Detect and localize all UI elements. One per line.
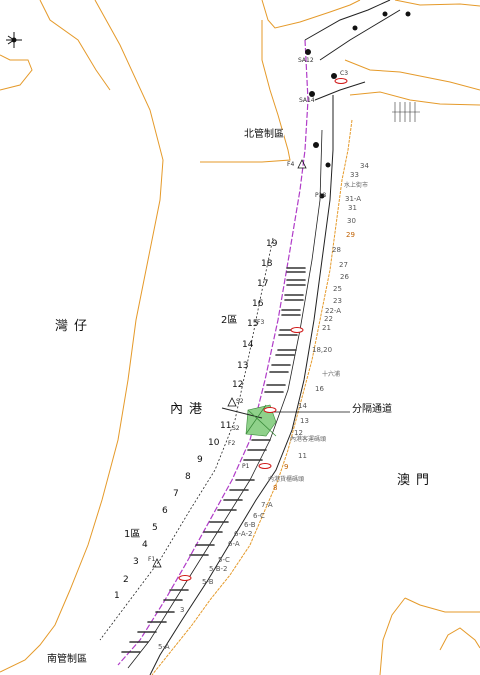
berth-number: 11 <box>220 421 232 431</box>
berth-number: 17 <box>257 279 269 289</box>
berth-number: 7 <box>173 489 179 499</box>
pier-number: 14 <box>298 402 307 410</box>
west-boundary <box>117 39 309 666</box>
berth-number: 3 <box>133 557 139 567</box>
pier-number: 26 <box>340 273 349 281</box>
dock-grid <box>392 102 420 122</box>
pier-number: 28 <box>332 246 341 254</box>
compass-icon <box>6 32 22 48</box>
pier-number: 13 <box>300 417 309 425</box>
pier-number: 23 <box>333 297 342 305</box>
signal-code: F3 <box>257 319 265 326</box>
pier-number: 30 <box>347 217 356 225</box>
berth-number: 4 <box>142 540 148 550</box>
pier-number: 9 <box>284 463 289 471</box>
pier-number: 8 <box>273 484 278 492</box>
pier-number: 12 <box>294 429 303 437</box>
berth-number: 18 <box>261 259 273 269</box>
pier-number: 5-C <box>218 556 230 564</box>
pier-number: 22-A <box>325 307 342 315</box>
pier-number: 5-A <box>158 643 170 651</box>
signal-code: P18 <box>315 192 327 199</box>
berth-number: 8 <box>185 472 191 482</box>
street-note: 十六浦 <box>322 371 341 378</box>
south-control-zone-label: 南管制區 <box>47 654 87 665</box>
left-islet-coast <box>0 54 33 91</box>
signal-code: SA12 <box>298 57 314 64</box>
pier-number: 6-A-2 <box>234 530 253 538</box>
berth-number: 10 <box>208 438 220 448</box>
signal-code: P1 <box>242 463 250 470</box>
berth-number: 6 <box>162 506 168 516</box>
se-coastline-3 <box>439 627 480 651</box>
beacon-icon <box>152 159 307 568</box>
street-note: 內港客運碼頭 <box>290 436 327 443</box>
pier-number: 3 <box>180 606 185 614</box>
area-macau-label: 澳門 <box>397 473 436 488</box>
signal-code: SA14 <box>299 97 315 104</box>
area-bay-label: 灣仔 <box>55 319 94 334</box>
pier-number: 29 <box>346 231 355 239</box>
pier-number: 27 <box>339 261 348 269</box>
pier-number: 7-A <box>261 501 273 509</box>
pier-number: 6-C <box>253 512 265 520</box>
signal-code: S2 <box>232 425 240 432</box>
pier-number: 6-A <box>228 540 240 548</box>
pier-number: 18,20 <box>312 346 333 354</box>
pier-number: 11 <box>298 452 307 460</box>
top-channel-line <box>304 0 391 41</box>
top-channel-line-2 <box>319 9 401 61</box>
north-control-zone-label: 北管制區 <box>244 129 284 140</box>
centre-channel <box>127 129 323 669</box>
berth-number: 2 <box>123 575 129 585</box>
berth-number: 12 <box>232 380 244 390</box>
signal-code: C3 <box>340 70 349 77</box>
berth-number: 16 <box>252 299 264 309</box>
se-coastline <box>404 597 480 613</box>
pier-number: 25 <box>333 285 342 293</box>
berth-number: 19 <box>266 239 278 249</box>
signal-code: F4 <box>287 161 295 168</box>
berth-number: 15 <box>247 319 259 329</box>
pier-number: 5-B <box>202 578 214 586</box>
pier-number: 16 <box>315 385 324 393</box>
berth-number: 9 <box>197 455 203 465</box>
right-quay <box>151 119 353 675</box>
zone2-label: 2區 <box>221 315 238 326</box>
top-right-coast <box>394 0 480 7</box>
left-coastline <box>0 0 164 673</box>
separation-channel-label: 分隔通道 <box>352 404 392 415</box>
berth-number: 1 <box>114 591 120 601</box>
east-boundary <box>149 95 334 675</box>
north-branch <box>314 81 366 101</box>
east-wharf <box>344 59 480 91</box>
left-inner-coast <box>39 0 111 91</box>
signal-code: F2 <box>228 440 236 447</box>
pier-number: 5-B-2 <box>209 565 228 573</box>
buoy-icon <box>305 11 411 199</box>
pier-number: 31-A <box>345 195 362 203</box>
area-inner-harbour-label: 內港 <box>170 402 209 417</box>
top-coastline <box>261 0 361 29</box>
pier-number: 6-B <box>244 521 256 529</box>
street-note: 內港貨櫃碼頭 <box>268 476 305 483</box>
zone1-label: 1區 <box>124 529 141 540</box>
berth-number: 5 <box>152 523 158 533</box>
signal-code: S2 <box>236 398 244 405</box>
pier-number: 33 <box>350 171 359 179</box>
pier-number: 22 <box>324 315 333 323</box>
left-upper-peninsula <box>200 20 291 163</box>
pier-number: 21 <box>322 324 331 332</box>
se-coastline-2 <box>379 597 406 675</box>
signal-code: F1 <box>148 556 156 563</box>
berth-number: 13 <box>237 361 249 371</box>
channel-markers <box>178 78 348 581</box>
berth-rows <box>121 267 306 653</box>
pier-number: 31 <box>348 204 357 212</box>
street-note: 水上街市 <box>344 182 369 189</box>
east-wharf-2 <box>349 91 480 106</box>
berth-number: 14 <box>242 340 254 350</box>
pier-number: 34 <box>360 162 369 170</box>
